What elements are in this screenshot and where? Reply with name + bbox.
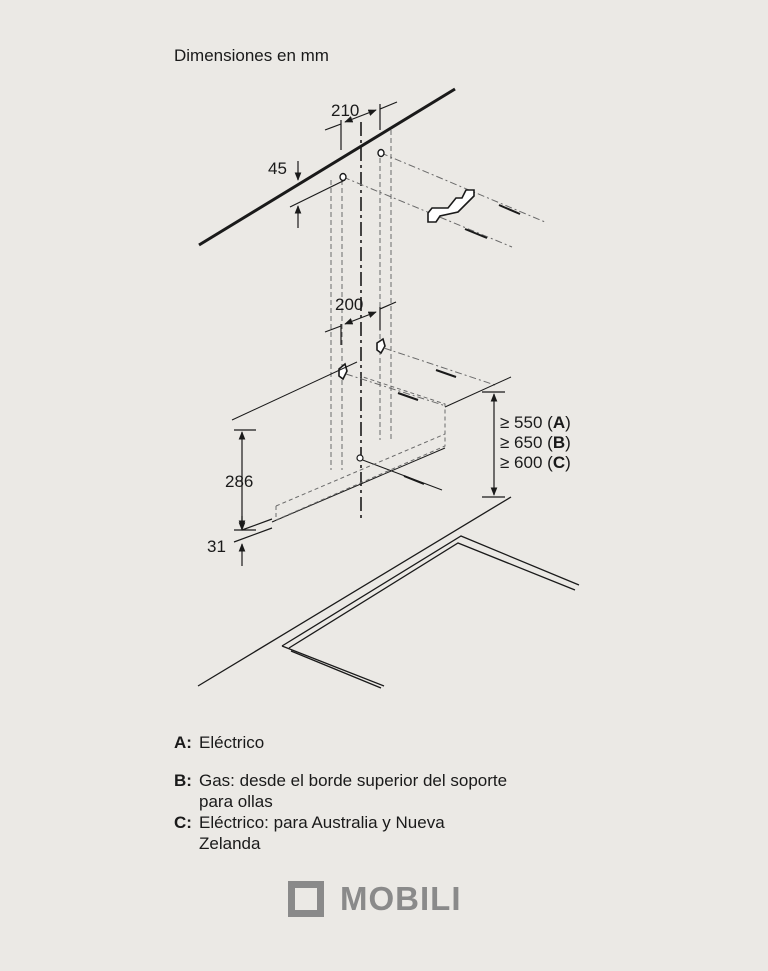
ceiling-line — [198, 87, 456, 247]
svg-text:≥ 600 (C): ≥ 600 (C) — [500, 453, 571, 472]
bracket-icon — [427, 189, 475, 223]
dim-200 — [324, 301, 397, 345]
dim-45-label: 45 — [268, 159, 287, 178]
chimney-guides — [330, 130, 392, 470]
hood-dashed-outline — [275, 375, 446, 521]
legend-text: para ollas — [199, 792, 273, 811]
mid-hooks — [338, 337, 386, 381]
legend-text: Zelanda — [199, 834, 261, 853]
legend-key: C: — [174, 813, 192, 832]
legend-item-b: B: Gas: desde el borde superior del sopo… — [174, 770, 604, 812]
legend-text: Eléctrico — [199, 733, 265, 752]
top-mount-holes — [339, 148, 385, 182]
legend-key: B: — [174, 771, 192, 790]
mid-mount-lines — [345, 347, 496, 407]
svg-text:≥ 650 (B): ≥ 650 (B) — [500, 433, 571, 452]
dim-210-label: 210 — [331, 101, 359, 120]
legend-text: Gas: desde el borde superior del soporte — [199, 771, 508, 790]
clearance-labels: ≥ 550 (A) ≥ 650 (B) ≥ 600 (C) — [500, 413, 571, 472]
diagram-title: Dimensiones en mm — [174, 46, 329, 65]
legend-item-a: A: Eléctrico — [174, 732, 604, 753]
brand-name: MOBILI — [340, 880, 462, 917]
logo-square-icon — [288, 881, 324, 917]
dim-210 — [324, 101, 398, 150]
top-mount-lines — [342, 152, 546, 248]
legend-text: Eléctrico: para Australia y Nueva — [199, 813, 445, 832]
brand-logo: MOBILI — [288, 881, 461, 917]
top-screws — [464, 204, 521, 239]
mid-screws — [397, 369, 457, 485]
svg-text:≥ 550 (A): ≥ 550 (A) — [500, 413, 571, 432]
legend: A: Eléctrico B: Gas: desde el borde supe… — [174, 732, 604, 854]
dim-45 — [289, 161, 346, 228]
dim-200-label: 200 — [335, 295, 363, 314]
dim-286-label: 286 — [225, 472, 253, 491]
hood-center-point — [356, 454, 364, 462]
legend-item-c: C: Eléctrico: para Australia y Nueva Zel… — [174, 812, 604, 854]
dim-31-label: 31 — [207, 537, 226, 556]
dim-31 — [233, 516, 273, 566]
legend-key: A: — [174, 733, 192, 752]
hob-worktop — [197, 496, 580, 689]
hood-outline — [231, 361, 512, 523]
dim-clearance — [482, 391, 505, 498]
